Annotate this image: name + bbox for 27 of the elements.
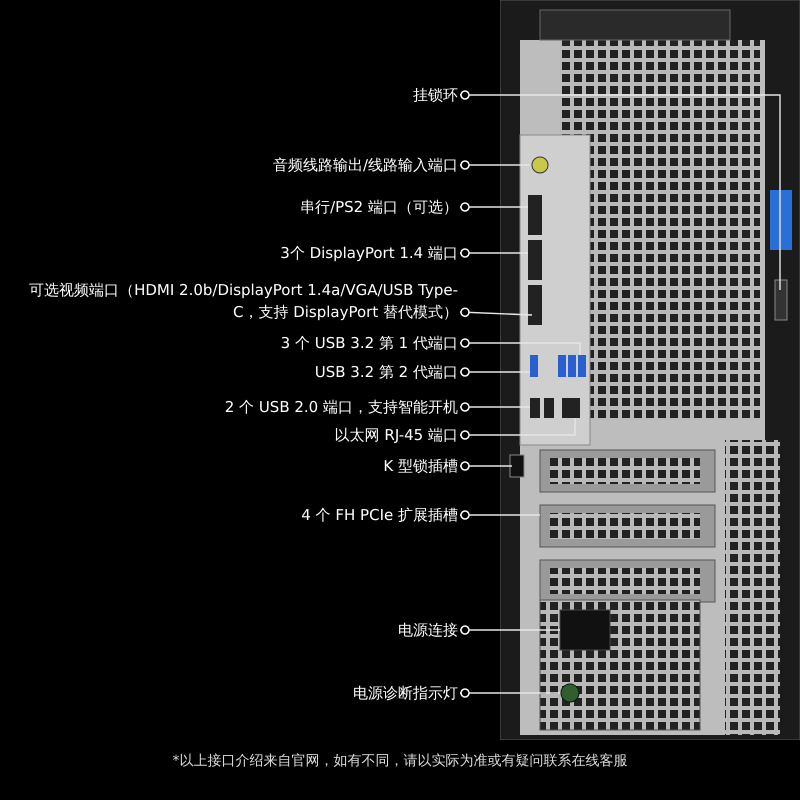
callout-label: USB 3.2 第 2 代端口 (314, 361, 458, 383)
callout-label: 3个 DisplayPort 1.4 端口 (280, 242, 458, 264)
callout-label: 可选视频端口（HDMI 2.0b/DisplayPort 1.4a/VGA/USB Type-C，支持 DisplayPort 替代模式） (6, 279, 458, 323)
callout-label: 2 个 USB 2.0 端口，支持智能开机 (224, 396, 458, 418)
leader-line (460, 90, 781, 290)
leader-line (460, 307, 532, 317)
leader-line (460, 418, 576, 440)
leader-line (460, 160, 530, 170)
leader-line (460, 510, 540, 520)
callout-label: 电源连接 (398, 619, 458, 641)
leader-line (460, 688, 560, 698)
footnote: *以上接口介绍来自官网，如有不同，请以实际为准或有疑问联系在线客服 (172, 752, 628, 770)
callout-label: 4 个 FH PCIe 扩展插槽 (301, 504, 458, 526)
leader-line (460, 202, 528, 212)
leader-line (460, 338, 581, 355)
callout-label: 音频线路输出/线路输入端口 (272, 154, 458, 176)
callout-label: 串行/PS2 端口（可选） (300, 196, 458, 218)
leader-line (460, 402, 530, 412)
leader-line (460, 248, 528, 258)
callout-label: 电源诊断指示灯 (353, 682, 458, 704)
leader-line (460, 461, 512, 471)
callout-label: 以太网 RJ-45 端口 (334, 424, 458, 446)
leader-line (460, 367, 530, 377)
callout-label: K 型锁插槽 (383, 455, 458, 477)
callout-label: 3 个 USB 3.2 第 1 代端口 (280, 332, 458, 354)
callout-label: 挂锁环 (413, 84, 458, 106)
leader-line (460, 625, 560, 635)
